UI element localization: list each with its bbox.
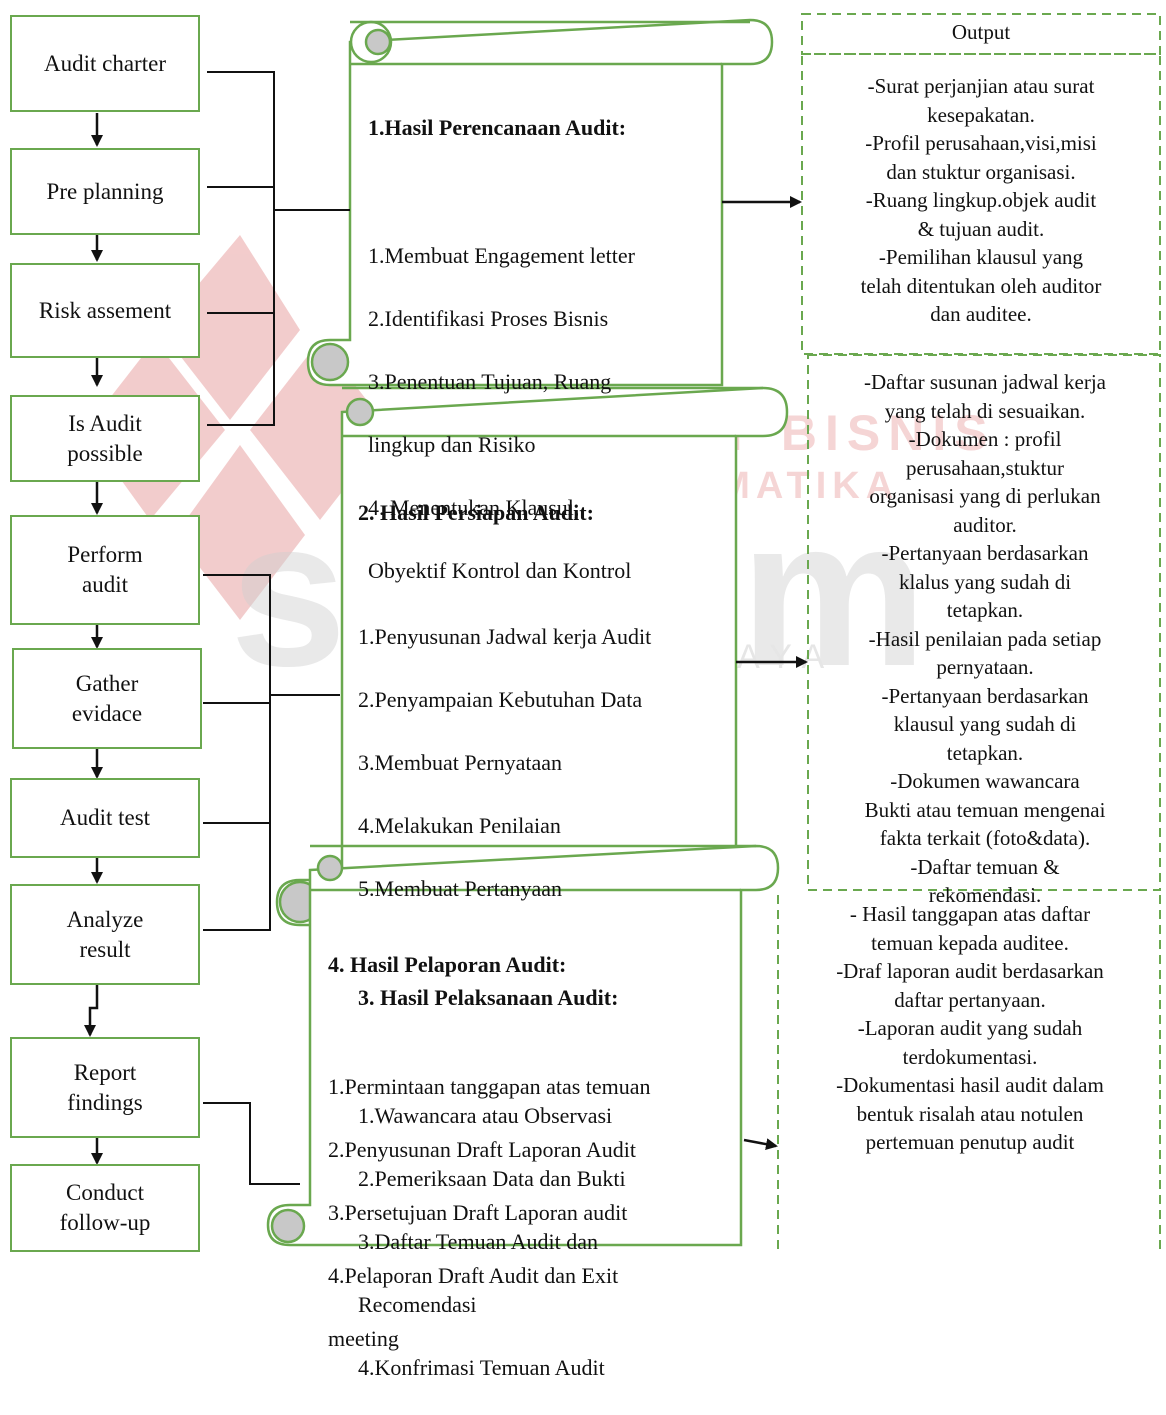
output-arrows xyxy=(722,196,808,1151)
output-2-line-13: klausul yang sudah di xyxy=(893,712,1077,736)
step-analyze-result: Analyze result xyxy=(10,884,200,985)
output-title-box xyxy=(801,13,1161,55)
watermark-logo-diamond xyxy=(175,445,305,620)
step-perform-audit: Perform audit xyxy=(10,515,200,625)
output-2-line-8: klalus yang sudah di xyxy=(898,569,1072,594)
scroll-2-heading: 2. Hasil Persiapan Audit: xyxy=(358,499,594,525)
output-2-line-11: pernyataan. xyxy=(936,655,1034,679)
output-2-line-16: Bukti atau temuan mengenai xyxy=(864,797,1106,822)
output-3-line-9: pertemuan penutup audit xyxy=(865,1130,1075,1154)
output-1-line-8: telah ditentukan oleh auditor xyxy=(860,273,1102,298)
output-3-line-1: - Hasil tanggapan atas daftar xyxy=(849,902,1091,926)
output-3-line-2: temuan kepada auditee. xyxy=(871,930,1069,955)
output-box-3-text: - Hasil tanggapan atas daftar temuan kepa… xyxy=(782,900,1158,1157)
scroll-4-item-5: meeting xyxy=(328,1326,399,1351)
scroll-4-item-3: 3.Persetujuan Draft Laporan audit xyxy=(328,1200,628,1225)
step-arrows xyxy=(84,113,103,1165)
bracket-connectors xyxy=(203,71,350,1185)
scroll-1-item-4: lingkup dan Risiko xyxy=(368,432,536,457)
output-2-line-3: -Dokumen : profil xyxy=(908,427,1062,451)
scroll-2-item-4: 4.Melakukan Penilaian xyxy=(358,813,561,838)
output-3-line-7: -Dokumentasi hasil audit dalam xyxy=(836,1073,1104,1097)
output-2-line-2: yang telah di sesuaikan. xyxy=(884,398,1086,423)
watermark-logo-diamond xyxy=(160,235,300,420)
output-2-line-12: -Pertanyaan berdasarkan xyxy=(881,683,1089,708)
scroll-1-item-3: 3.Penentuan Tujuan, Ruang xyxy=(368,369,612,394)
scroll-2-item-2: 2.Penyampaian Kebutuhan Data xyxy=(358,687,643,712)
scroll-2-item-5: 5.Membuat Pertanyaan xyxy=(358,876,563,901)
output-2-line-4: perusahaan,stuktur xyxy=(905,455,1065,480)
scroll-3-heading: 3. Hasil Pelaksanaan Audit: xyxy=(358,984,619,1010)
output-1-line-1: -Surat perjanjian atau surat xyxy=(867,74,1095,98)
scroll-1-item-5: 4. Menentukan Klausul, xyxy=(368,495,580,520)
output-2-line-1: -Daftar susunan jadwal kerja xyxy=(864,370,1106,394)
scroll-3-item-2: 2.Pemeriksaan Data dan Bukti xyxy=(358,1166,626,1191)
output-1-line-4: dan stuktur organisasi. xyxy=(886,159,1076,184)
output-2-line-15: -Dokumen wawancara xyxy=(890,769,1080,793)
scroll-1-item-6: Obyektif Kontrol dan Kontrol xyxy=(368,558,632,583)
step-report-findings: Report findings xyxy=(10,1037,200,1138)
output-2-line-6: auditor. xyxy=(953,512,1017,537)
step-audit-test: Audit test xyxy=(10,778,200,858)
scroll-3-item-3: 3.Daftar Temuan Audit dan xyxy=(358,1229,598,1254)
scroll-1-text: 1.Hasil Perencanaan Audit: 1.Membuat Eng… xyxy=(368,80,718,618)
scroll-2-item-3: 3.Membuat Pernyataan xyxy=(358,750,563,775)
scroll-4-item-1: 1.Permintaan tanggapan atas temuan xyxy=(328,1074,651,1099)
scroll-2-text: 2. Hasil Persiapan Audit: 1.Penyusunan J… xyxy=(358,465,733,1415)
output-box-1-text: -Surat perjanjian atau surat kesepakatan.… xyxy=(808,72,1154,329)
output-3-line-5: -Laporan audit yang sudah xyxy=(857,1016,1083,1040)
diagram-canvas xyxy=(84,13,1161,1250)
output-2-line-5: organisasi yang di perlukan xyxy=(869,484,1101,508)
output-2-line-10: -Hasil penilaian pada setiap xyxy=(868,626,1102,651)
output-1-line-2: kesepakatan. xyxy=(927,102,1035,127)
scroll-4-text: 4. Hasil Pelaporan Audit: 1.Permintaan t… xyxy=(328,917,738,1386)
output-2-line-7: -Pertanyaan berdasarkan xyxy=(881,541,1089,565)
scroll-4-heading: 4. Hasil Pelaporan Audit: xyxy=(328,951,567,977)
output-3-line-8: bentuk risalah atau notulen xyxy=(856,1101,1084,1126)
step-is-audit-possible: Is Audit possible xyxy=(10,395,200,482)
output-title: Output xyxy=(951,20,1011,44)
output-2-line-18: -Daftar temuan & xyxy=(910,854,1060,879)
scroll-1-heading: 1.Hasil Perencanaan Audit: xyxy=(368,114,627,140)
step-pre-planning: Pre planning xyxy=(10,148,200,235)
step-conduct-follow-up: Conduct follow-up xyxy=(10,1164,200,1252)
output-3-line-6: terdokumentasi. xyxy=(902,1044,1038,1069)
output-box-2 xyxy=(807,354,1161,891)
scroll-1-item-2: 2.Identifikasi Proses Bisnis xyxy=(368,306,609,331)
scroll-1-shape xyxy=(306,18,774,387)
output-1-line-6: & tujuan audit. xyxy=(917,216,1045,241)
output-2-line-14: tetapkan. xyxy=(946,740,1024,765)
output-1-line-5: -Ruang lingkup.objek audit xyxy=(865,188,1097,212)
scroll-3-shape xyxy=(266,844,780,1247)
scroll-4-item-2: 2.Penyusunan Draft Laporan Audit xyxy=(328,1137,636,1162)
step-gather-evidence: Gather evidace xyxy=(12,648,202,749)
output-1-line-9: dan auditee. xyxy=(930,302,1032,326)
scroll-1-item-1: 1.Membuat Engagement letter xyxy=(368,243,635,268)
output-1-line-7: -Pemilihan klausul yang xyxy=(878,245,1084,269)
output-1-line-3: -Profil perusahaan,visi,misi xyxy=(865,131,1097,155)
output-3-line-3: -Draf laporan audit berdasarkan xyxy=(836,959,1104,983)
output-2-line-9: tetapkan. xyxy=(946,598,1024,622)
scroll-3-item-1: 1.Wawancara atau Observasi xyxy=(358,1103,613,1128)
scroll-2-item-1: 1.Penyusunan Jadwal kerja Audit xyxy=(358,624,652,649)
output-2-line-17: fakta terkait (foto&data). xyxy=(879,826,1091,850)
output-2-line-19: rekomendasi. xyxy=(928,883,1042,907)
output-box-2-text: -Daftar susunan jadwal kerja yang telah d… xyxy=(812,368,1158,910)
step-risk-assessment: Risk assement xyxy=(10,263,200,358)
scroll-4-item-4: 4.Pelaporan Draft Audit dan Exit xyxy=(328,1263,619,1288)
step-audit-charter: Audit charter xyxy=(10,15,200,112)
output-3-line-4: daftar pertanyaan. xyxy=(894,987,1046,1012)
